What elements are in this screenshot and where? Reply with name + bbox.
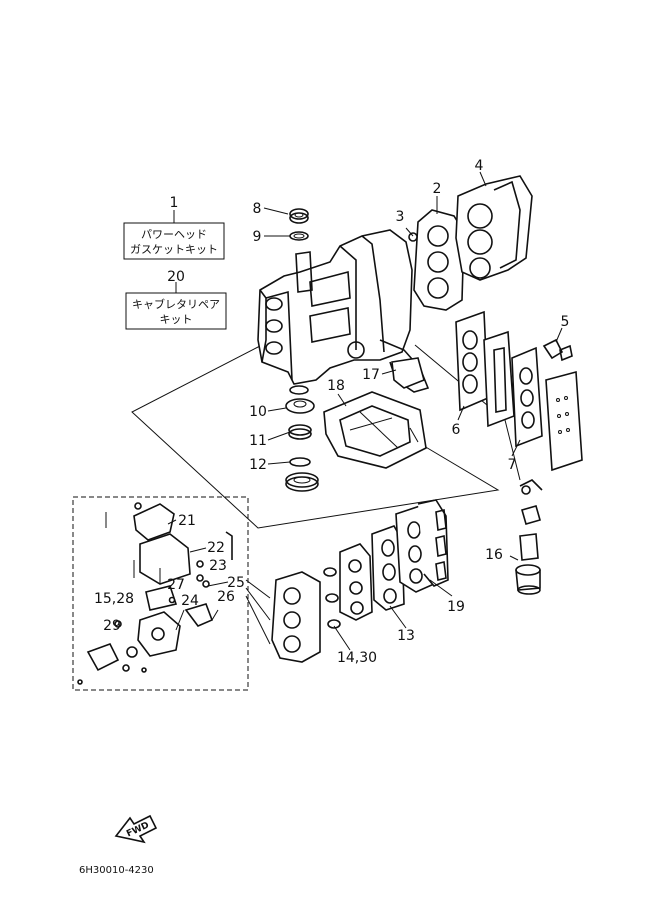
- oil-seal-drawing: [289, 208, 309, 224]
- thermostat-5-drawing: [542, 338, 573, 362]
- kit-box-carburetor-repair: キャブレタリペア キット: [125, 292, 227, 330]
- callout-15-28: 15,28: [94, 591, 134, 607]
- crankcase-gasket-drawing: [323, 391, 427, 469]
- callout-3: 3: [396, 209, 405, 225]
- water-pipe-drawing: [515, 479, 543, 595]
- callout-24: 24: [181, 593, 199, 609]
- callout-11: 11: [249, 433, 267, 449]
- bolt-3-drawing: [405, 227, 418, 242]
- callout-4: 4: [475, 158, 484, 174]
- exhaust-cover-drawing: [483, 330, 515, 428]
- callout-1: 1: [170, 195, 179, 211]
- leader-lines: [167, 171, 563, 651]
- drawing-code: 6H30010-4230: [79, 865, 154, 876]
- callout-10: 10: [249, 404, 267, 420]
- callout-21: 21: [178, 513, 196, 529]
- callout-12: 12: [249, 457, 267, 473]
- bearing-drawing: [285, 385, 315, 414]
- exhaust-outer-cover-drawing: [545, 370, 583, 472]
- cylinder-head-gasket-drawing: [413, 209, 465, 311]
- exhaust-gasket-6-drawing: [455, 310, 489, 412]
- callout-18: 18: [327, 378, 345, 394]
- reed-valve-assembly-drawing: [417, 499, 449, 587]
- callout-13: 13: [397, 628, 415, 644]
- callout-17: 17: [362, 367, 380, 383]
- reed-valve-gasket-drawing: [339, 543, 373, 621]
- intake-o-rings-drawing: [323, 567, 341, 629]
- kit-power-head-line2: ガスケットキット: [130, 243, 218, 256]
- callout-labels: 1 2 3 4 5 6 7 8 9 10 11 12 13 14,30 15,2…: [94, 158, 570, 666]
- forward-direction-arrow: FWD: [114, 814, 158, 844]
- cylinder-head-cover-drawing: [455, 175, 533, 281]
- exhaust-gasket-7-drawing: [511, 346, 543, 448]
- kit-box-power-head-gasket: パワーヘッド ガスケットキット: [123, 222, 225, 260]
- cylinder-block-drawing: [257, 229, 430, 393]
- callout-22: 22: [207, 540, 225, 556]
- callout-26: 26: [217, 589, 235, 605]
- lower-seal-housing-drawing: [285, 472, 319, 492]
- o-ring-12-drawing: [289, 457, 311, 467]
- callout-27: 27: [167, 577, 185, 593]
- o-ring-drawing: [289, 231, 309, 241]
- oil-seal-11-drawing: [288, 424, 312, 440]
- callout-2: 2: [433, 181, 442, 197]
- callout-16: 16: [485, 547, 503, 563]
- callout-29: 29: [103, 618, 121, 634]
- callout-19: 19: [447, 599, 465, 615]
- callout-5: 5: [561, 314, 570, 330]
- kit-carburetor-line2: キット: [160, 313, 193, 326]
- kit-power-head-line1: パワーヘッド: [141, 228, 207, 241]
- callout-20: 20: [167, 269, 185, 285]
- callout-25: 25: [227, 575, 245, 591]
- carburetor-drawing: [77, 502, 233, 685]
- callout-8: 8: [253, 201, 262, 217]
- callout-9: 9: [253, 229, 262, 245]
- callout-23: 23: [209, 558, 227, 574]
- intake-gasket-13-drawing: [371, 525, 405, 611]
- callout-6: 6: [452, 422, 461, 438]
- kit-carburetor-line1: キャブレタリペア: [132, 297, 220, 311]
- callout-7: 7: [508, 457, 517, 473]
- bracket-17-drawing: [391, 357, 425, 389]
- intake-manifold-drawing: [271, 571, 321, 663]
- callout-14-30: 14,30: [337, 650, 377, 666]
